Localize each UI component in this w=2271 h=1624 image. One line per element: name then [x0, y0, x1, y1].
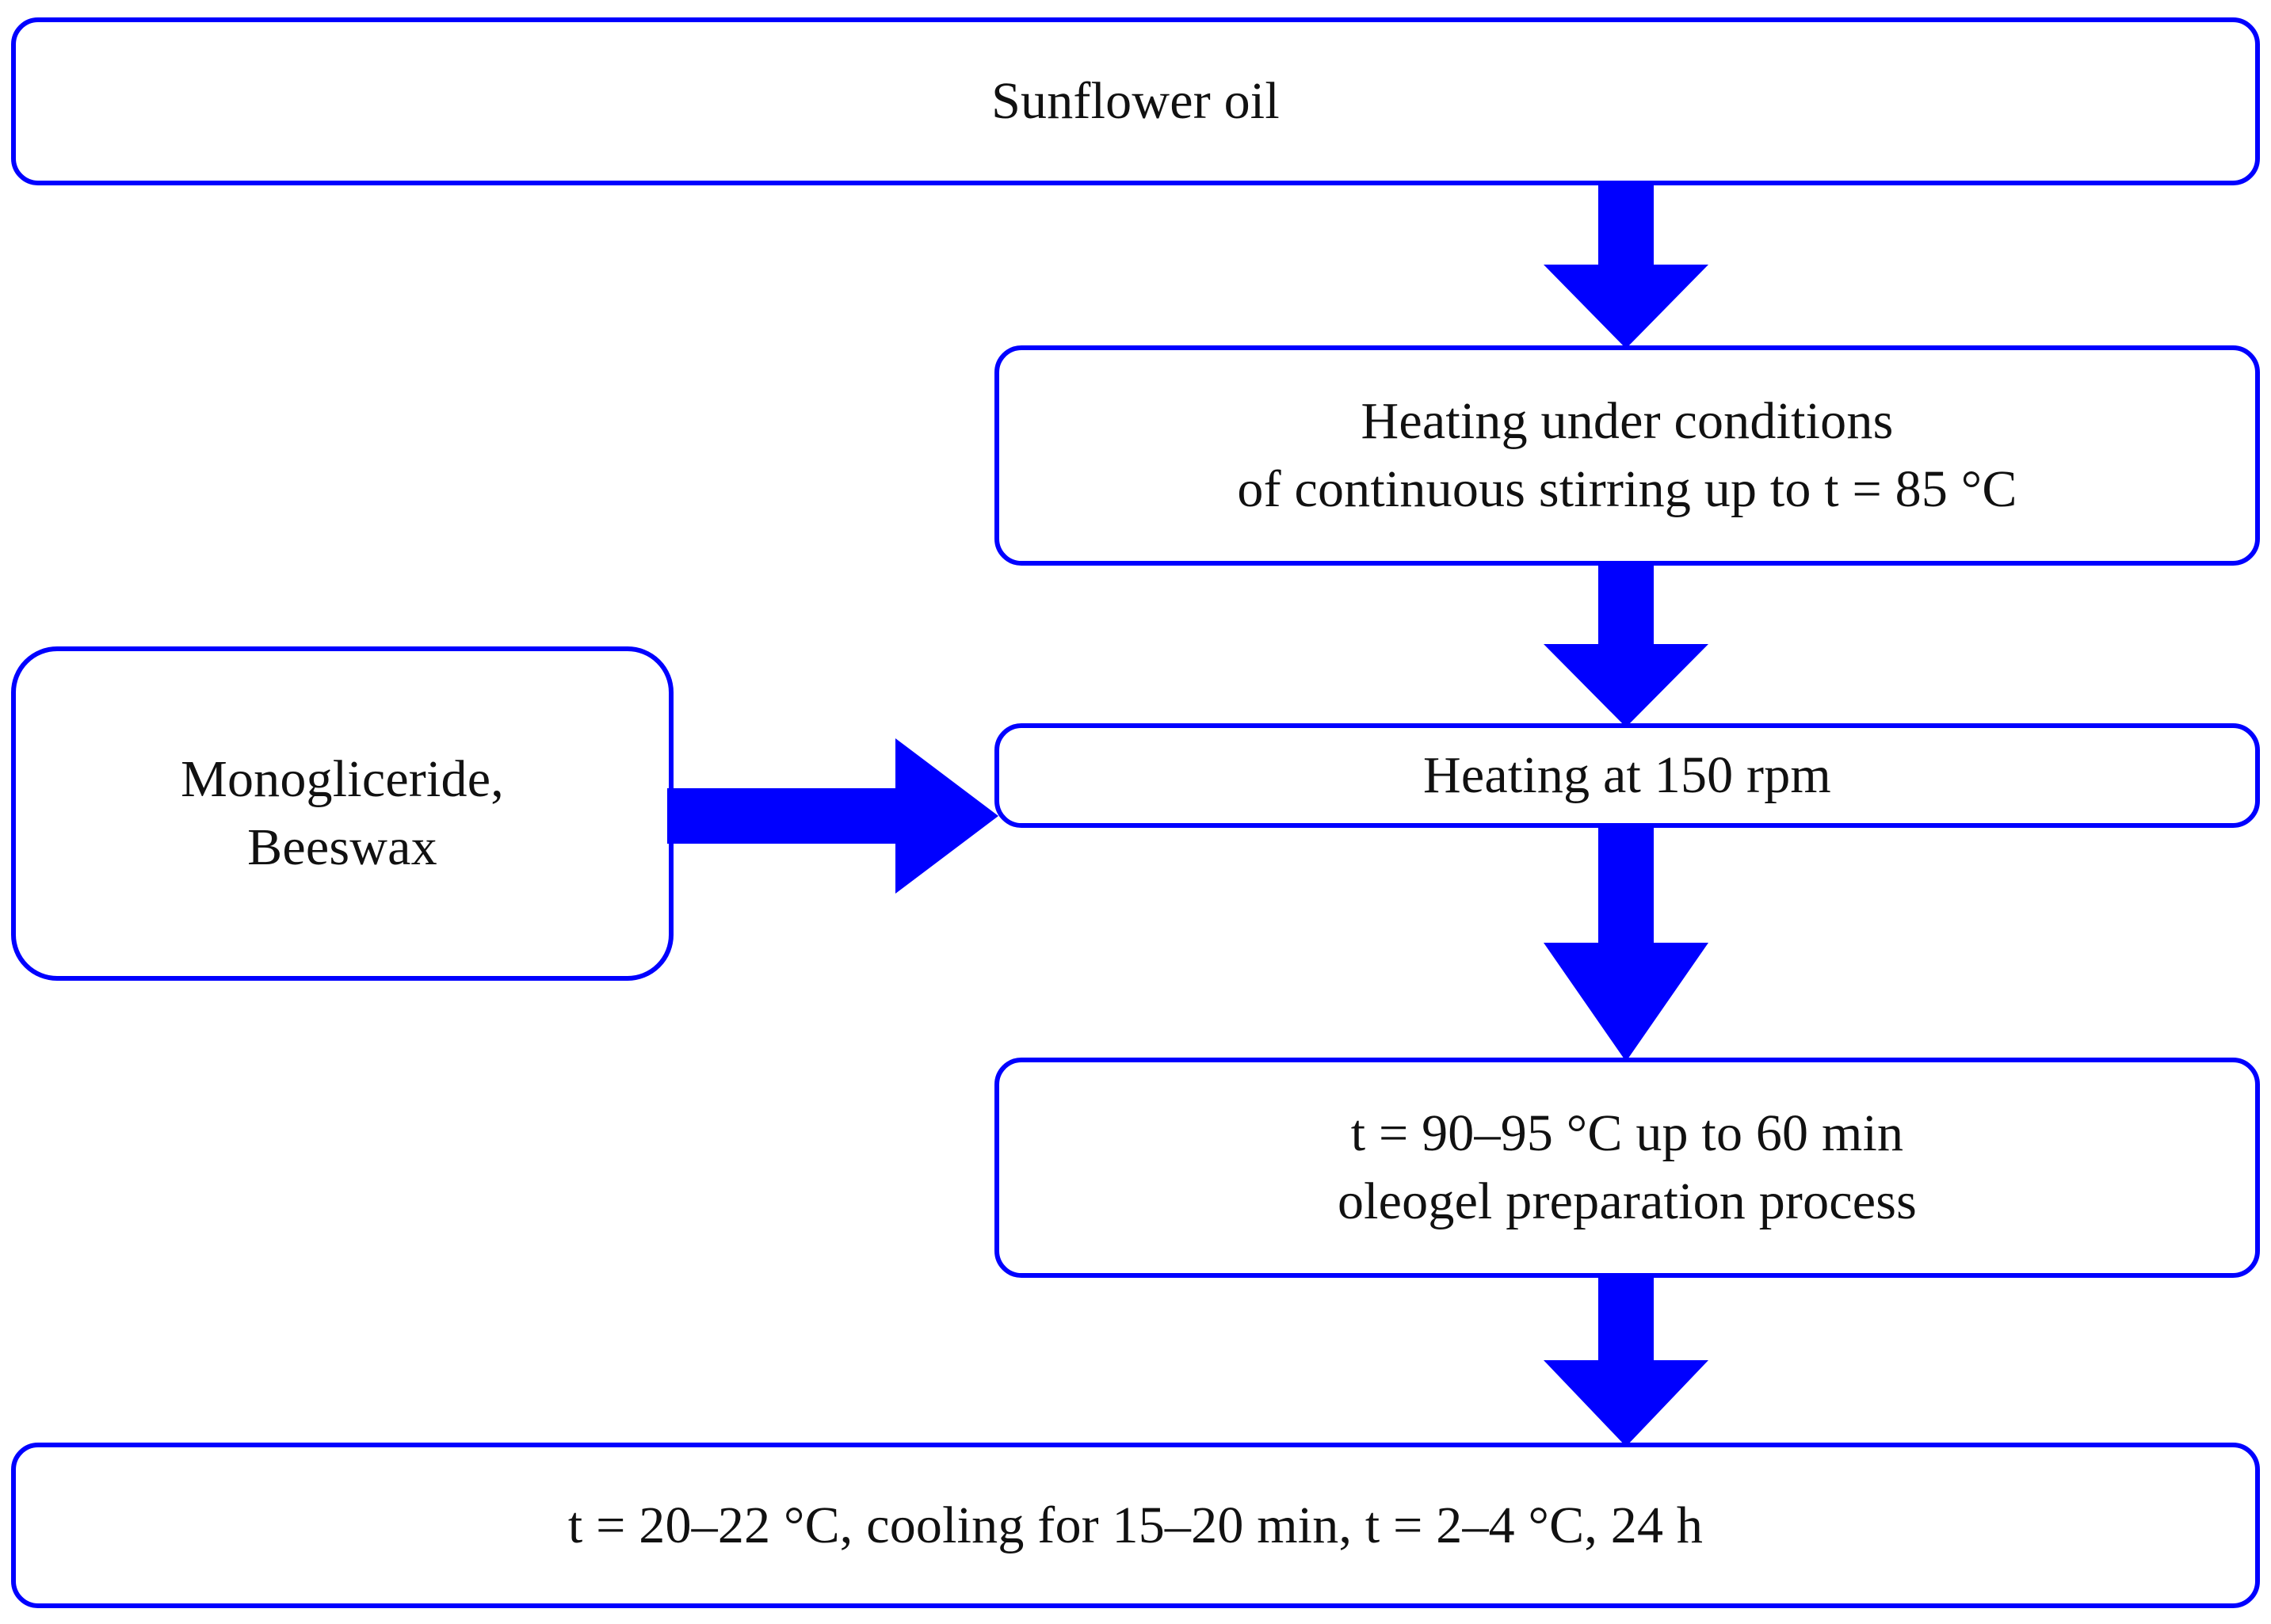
node-heating-under-stirring: Heating under conditions of continuous s… — [994, 345, 2260, 566]
arrow-down-icon-rpm-to-oleogel — [1544, 824, 1708, 1062]
node-sunflower-oil-label: Sunflower oil — [991, 72, 1280, 131]
node-cooling-storage-label: t = 20–22 °C, cooling for 15–20 min, t =… — [567, 1496, 1704, 1554]
arrow-right-icon-additives-to-rpm — [667, 738, 998, 894]
arrow-down-icon-oil-to-heating — [1544, 181, 1708, 349]
node-monogliceride-beeswax: Monogliceride, Beeswax — [11, 646, 674, 981]
node-sunflower-oil: Sunflower oil — [11, 17, 2260, 185]
node-oleogel-preparation-label: t = 90–95 °C up to 60 min oleogel prepar… — [1337, 1104, 1918, 1230]
node-cooling-storage: t = 20–22 °C, cooling for 15–20 min, t =… — [11, 1443, 2260, 1608]
arrow-down-icon-heating-to-rpm — [1544, 561, 1708, 727]
node-heating-at-150-rpm-label: Heating at 150 rpm — [1423, 746, 1831, 805]
node-oleogel-preparation: t = 90–95 °C up to 60 min oleogel prepar… — [994, 1058, 2260, 1278]
node-heating-at-150-rpm: Heating at 150 rpm — [994, 723, 2260, 828]
arrow-down-icon-oleogel-to-cooling — [1544, 1274, 1708, 1447]
node-monogliceride-beeswax-label: Monogliceride, Beeswax — [181, 750, 504, 876]
node-heating-under-stirring-label: Heating under conditions of continuous s… — [1237, 392, 2017, 518]
